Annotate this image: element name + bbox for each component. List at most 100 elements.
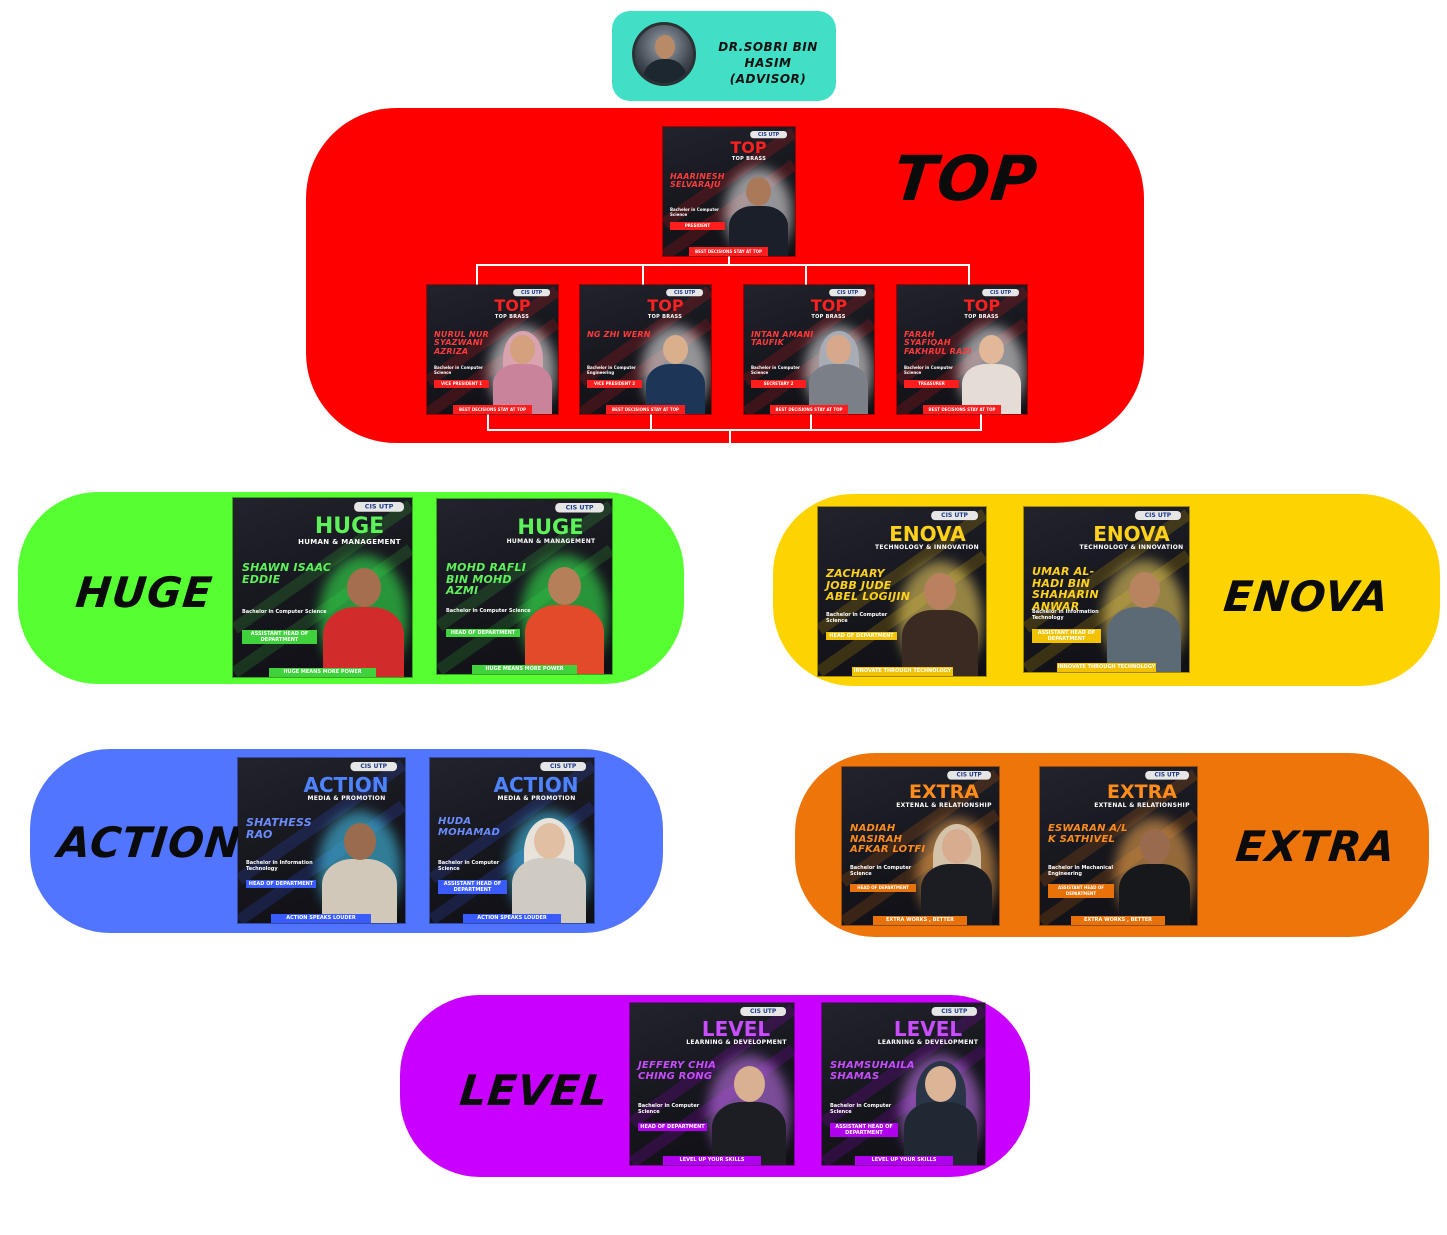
person-head xyxy=(347,568,381,607)
advisor-name-block: DR.SOBRI BIN HASIM (ADVISOR) xyxy=(708,39,828,87)
person-photo xyxy=(902,561,978,676)
card-group-subtitle: TECHNOLOGY & INNOVATION xyxy=(1079,544,1184,551)
person-head xyxy=(510,335,535,364)
person-head xyxy=(942,829,972,864)
card-tagline: BEST DECISIONS STAY AT TOP xyxy=(606,405,685,414)
member-degree: Bachelor in Computer Engineering xyxy=(587,365,636,375)
card-tagline: BEST DECISIONS STAY AT TOP xyxy=(689,247,768,256)
logo-icon: CIS UTP xyxy=(829,289,866,297)
card-group-subtitle: HUMAN & MANAGEMENT xyxy=(506,538,596,545)
tree-connector-2 xyxy=(642,264,644,286)
tree-connector-president xyxy=(728,255,730,266)
member-role-badge: HEAD OF DEPARTMENT xyxy=(246,880,316,888)
card-tagline: EXTRA WORKS , BETTER BENEFITS xyxy=(1071,916,1165,925)
card-group-subtitle: LEARNING & DEVELOPMENT xyxy=(686,1039,787,1046)
member-role-badge: HEAD OF DEPARTMENT xyxy=(826,632,897,640)
bottom-connector-3 xyxy=(810,414,812,430)
card-group-subtitle: TOP BRASS xyxy=(811,314,846,320)
member-role-badge: ASSISTANT HEAD OF DEPARTMENT xyxy=(1032,629,1101,643)
member-name: JEFFERY CHIA CHING RONG xyxy=(638,1060,717,1082)
person-body xyxy=(512,858,586,923)
member-name: NURUL NUR SYAZWANI AZRIZA xyxy=(434,330,489,356)
logo-icon: CIS UTP xyxy=(740,1007,786,1016)
logo-icon: CIS UTP xyxy=(931,511,978,521)
member-degree: Bachelor in Computer Science xyxy=(438,860,500,872)
person-body xyxy=(921,864,992,925)
advisor-box: DR.SOBRI BIN HASIM (ADVISOR) xyxy=(612,11,836,101)
person-body xyxy=(904,1102,977,1165)
member-name: SHAWN ISAAC EDDIE xyxy=(242,561,332,586)
member-role-badge: ASSISTANT HEAD OF DEPARTMENT xyxy=(242,630,317,644)
tree-connector-4 xyxy=(968,264,970,286)
card-group-subtitle: EXTENAL & RELATIONSHIP xyxy=(896,802,992,809)
bottom-connector-stem xyxy=(729,429,731,443)
tree-connector-horizontal xyxy=(476,264,970,266)
member-name: FARAH SYAFIQAH FAKHRUL RAZI xyxy=(904,330,972,356)
card-group-subtitle: TOP BRASS xyxy=(647,314,683,320)
card-group-subtitle: TOP BRASS xyxy=(494,314,530,320)
person-body xyxy=(1107,607,1181,672)
member-degree: Bachelor in Computer Science xyxy=(670,207,719,217)
card-group-title: TOP xyxy=(810,296,848,315)
member-degree: Bachelor in Information Technology xyxy=(1032,609,1099,621)
person-photo xyxy=(1119,818,1190,925)
logo-icon: CIS UTP xyxy=(540,762,586,771)
logo-icon: CIS UTP xyxy=(666,289,703,297)
card-group-subtitle: TECHNOLOGY & INNOVATION xyxy=(875,544,979,551)
card-tagline: ACTION SPEAKS LOUDER xyxy=(271,914,371,923)
person-photo xyxy=(525,555,604,674)
member-degree: Bachelor in Computer Science xyxy=(638,1103,700,1115)
logo-icon: CIS UTP xyxy=(555,503,604,513)
card-group-title: ACTION xyxy=(303,773,389,797)
member-role-badge: HEAD OF DEPARTMENT xyxy=(638,1123,707,1131)
person-photo xyxy=(809,326,868,414)
member-degree: Bachelor in Computer Science xyxy=(242,609,327,615)
member-degree: Bachelor in Computer Science xyxy=(434,365,483,375)
advisor-photo xyxy=(632,22,696,86)
person-head xyxy=(925,1066,956,1102)
card-group-subtitle: MEDIA & PROMOTION xyxy=(307,795,386,802)
card-group-title: EXTRA xyxy=(909,781,979,803)
tree-connector-1 xyxy=(476,264,478,286)
member-degree: Bachelor in Computer Science xyxy=(830,1103,892,1115)
logo-icon: CIS UTP xyxy=(947,771,991,780)
group-label-level: LEVEL xyxy=(457,1066,611,1115)
person-photo xyxy=(921,818,992,925)
member-name: ZACHARY JOBB JUDE ABEL LOGIJIN xyxy=(826,567,911,604)
card-group-title: HUGE xyxy=(517,515,584,539)
member-name: MOHD RAFLI BIN MOHD AZMI xyxy=(446,561,527,598)
member-role-badge: VICE PRESIDENT 2 xyxy=(587,380,642,388)
card-group-subtitle: MEDIA & PROMOTION xyxy=(497,795,576,802)
person-photo xyxy=(323,555,404,677)
logo-icon: CIS UTP xyxy=(750,131,787,139)
bottom-connector-2 xyxy=(650,414,652,430)
advisor-suit xyxy=(643,59,687,83)
group-label-enova: ENOVA xyxy=(1221,572,1392,621)
card-group-title: EXTRA xyxy=(1107,781,1177,803)
group-label-huge: HUGE xyxy=(73,568,215,617)
member-degree: Bachelor in Computer Science xyxy=(850,865,912,877)
group-label-top: TOP xyxy=(890,142,1042,215)
card-tagline: BEST DECISIONS STAY AT TOP xyxy=(770,405,848,414)
member-role-badge: HEAD OF DEPARTMENT xyxy=(446,629,520,637)
card-group-title: LEVEL xyxy=(893,1017,963,1041)
member-role-badge: TREASURER xyxy=(904,380,959,388)
card-group-title: ENOVA xyxy=(1093,522,1170,546)
member-name: HUDA MOHAMAD xyxy=(438,816,500,838)
logo-icon: CIS UTP xyxy=(931,1007,977,1016)
card-tagline: INNOVATE THROUGH TECHNOLOGY xyxy=(852,667,953,676)
member-name: NG ZHI WERN xyxy=(587,330,651,339)
member-degree: Bachelor in Computer Science xyxy=(446,608,531,614)
person-head xyxy=(826,335,851,364)
person-head xyxy=(979,335,1004,364)
person-photo xyxy=(512,811,586,923)
